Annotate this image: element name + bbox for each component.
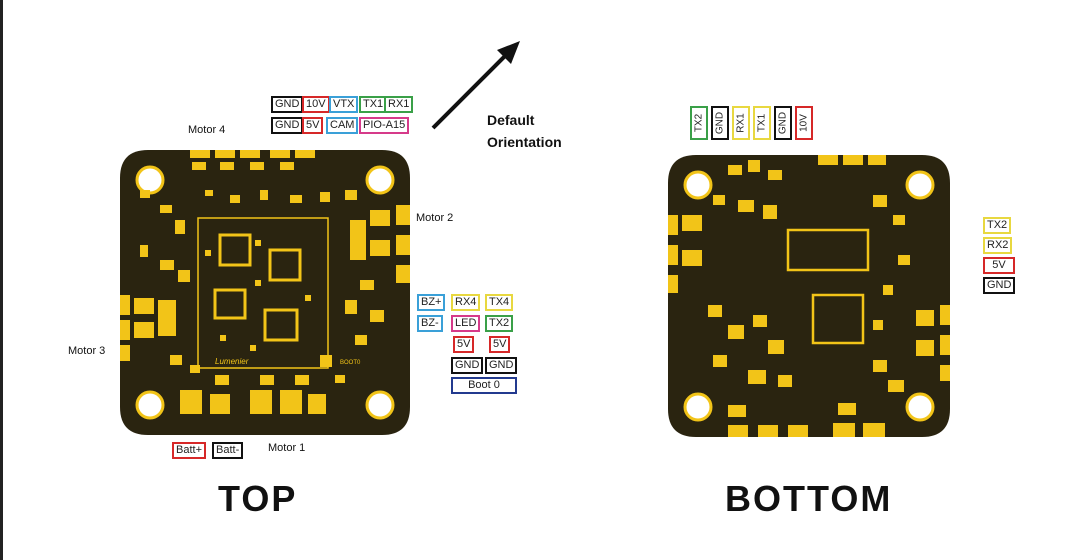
top-hdr-tx1: TX1: [359, 96, 388, 113]
left-edge-line: [0, 0, 3, 560]
b-mount-hole-bl: [683, 392, 713, 422]
top-hdr-gnd-2: GND: [271, 117, 304, 134]
b-mount-hole-tl: [683, 170, 713, 200]
top-hdr-gnd-1: GND: [271, 96, 304, 113]
top-hdr-cam: CAM: [326, 117, 359, 134]
bottom-right-tx2: TX2: [983, 217, 1012, 234]
orientation-label: Default Orientation: [487, 109, 562, 153]
top-boot0: Boot 0: [451, 377, 517, 394]
b-mount-hole-tr: [905, 170, 935, 200]
top-tx4: TX4: [485, 294, 514, 311]
top-tx2: TX2: [485, 315, 514, 332]
top-hdr-10v: 10V: [302, 96, 330, 113]
mount-hole-tr: [365, 165, 395, 195]
bottom-right-gnd: GND: [983, 277, 1016, 294]
bottom-top-10v: 10V: [795, 106, 813, 140]
top-board: Lumenier BOOT0: [120, 150, 410, 435]
mount-hole-br: [365, 390, 395, 420]
top-title: TOP: [218, 478, 298, 519]
motor1-pads: [180, 375, 326, 414]
bottom-pads: [668, 155, 950, 437]
top-components: [140, 190, 384, 383]
bottom-top-rx1: RX1: [732, 106, 750, 140]
motor1-label: Motor 1: [268, 442, 306, 454]
orientation-line2: Orientation: [487, 134, 562, 150]
motor3-pads: [120, 295, 176, 361]
bottom-top-tx2: TX2: [690, 106, 708, 140]
motor4-label: Motor 4: [188, 124, 226, 136]
bottom-top-tx1-text: TX1: [756, 113, 768, 133]
batt-plus: Batt+: [172, 442, 206, 459]
bottom-board-outline: [668, 155, 950, 437]
bottom-top-tx1: TX1: [753, 106, 771, 140]
mount-hole-tl: [135, 165, 165, 195]
top-boot-mark: BOOT0: [340, 360, 361, 366]
top-gnd-b: GND: [485, 357, 518, 374]
bottom-top-10v-text: 10V: [798, 114, 810, 132]
top-led: LED: [451, 315, 481, 332]
motor3-label: Motor 3: [68, 345, 106, 357]
top-rx4: RX4: [451, 294, 481, 311]
batt-minus: Batt-: [212, 442, 244, 459]
top-brand: Lumenier: [215, 357, 249, 366]
mount-hole-bl: [135, 390, 165, 420]
bottom-chips: [786, 228, 870, 345]
top-5v-b: 5V: [489, 336, 511, 353]
top-bz-plus: BZ+: [417, 294, 446, 311]
orientation-line1: Default: [487, 112, 535, 128]
bottom-board: [668, 155, 950, 437]
top-core-outline: [197, 217, 329, 369]
bottom-top-gnd-2: GND: [774, 106, 792, 140]
top-hdr-rx1: RX1: [384, 96, 414, 113]
top-5v-a: 5V: [453, 336, 475, 353]
bottom-right-rx2: RX2: [983, 237, 1013, 254]
top-chips: [213, 233, 302, 342]
motor2-label: Motor 2: [416, 212, 454, 224]
top-hdr-vtx: VTX: [329, 96, 359, 113]
bottom-top-gnd-1: GND: [711, 106, 729, 140]
b-mount-hole-br: [905, 392, 935, 422]
motor4-pads: [190, 150, 315, 170]
bottom-top-gnd-1-text: GND: [714, 111, 726, 135]
top-hdr-pio: PIO-A15: [359, 117, 410, 134]
bottom-components: [708, 160, 910, 392]
top-board-outline: [120, 150, 410, 435]
top-hdr-5v: 5V: [302, 117, 324, 134]
bottom-right-5v: 5V: [983, 257, 1015, 274]
bottom-top-rx1-text: RX1: [735, 113, 747, 133]
bottom-title: BOTTOM: [725, 478, 893, 519]
bottom-top-gnd-2-text: GND: [777, 111, 789, 135]
orientation-arrow: [431, 41, 520, 130]
motor2-pads: [350, 205, 410, 283]
top-gnd-a: GND: [451, 357, 484, 374]
bottom-top-tx2-text: TX2: [693, 113, 705, 133]
top-bz-minus: BZ-: [417, 315, 443, 332]
